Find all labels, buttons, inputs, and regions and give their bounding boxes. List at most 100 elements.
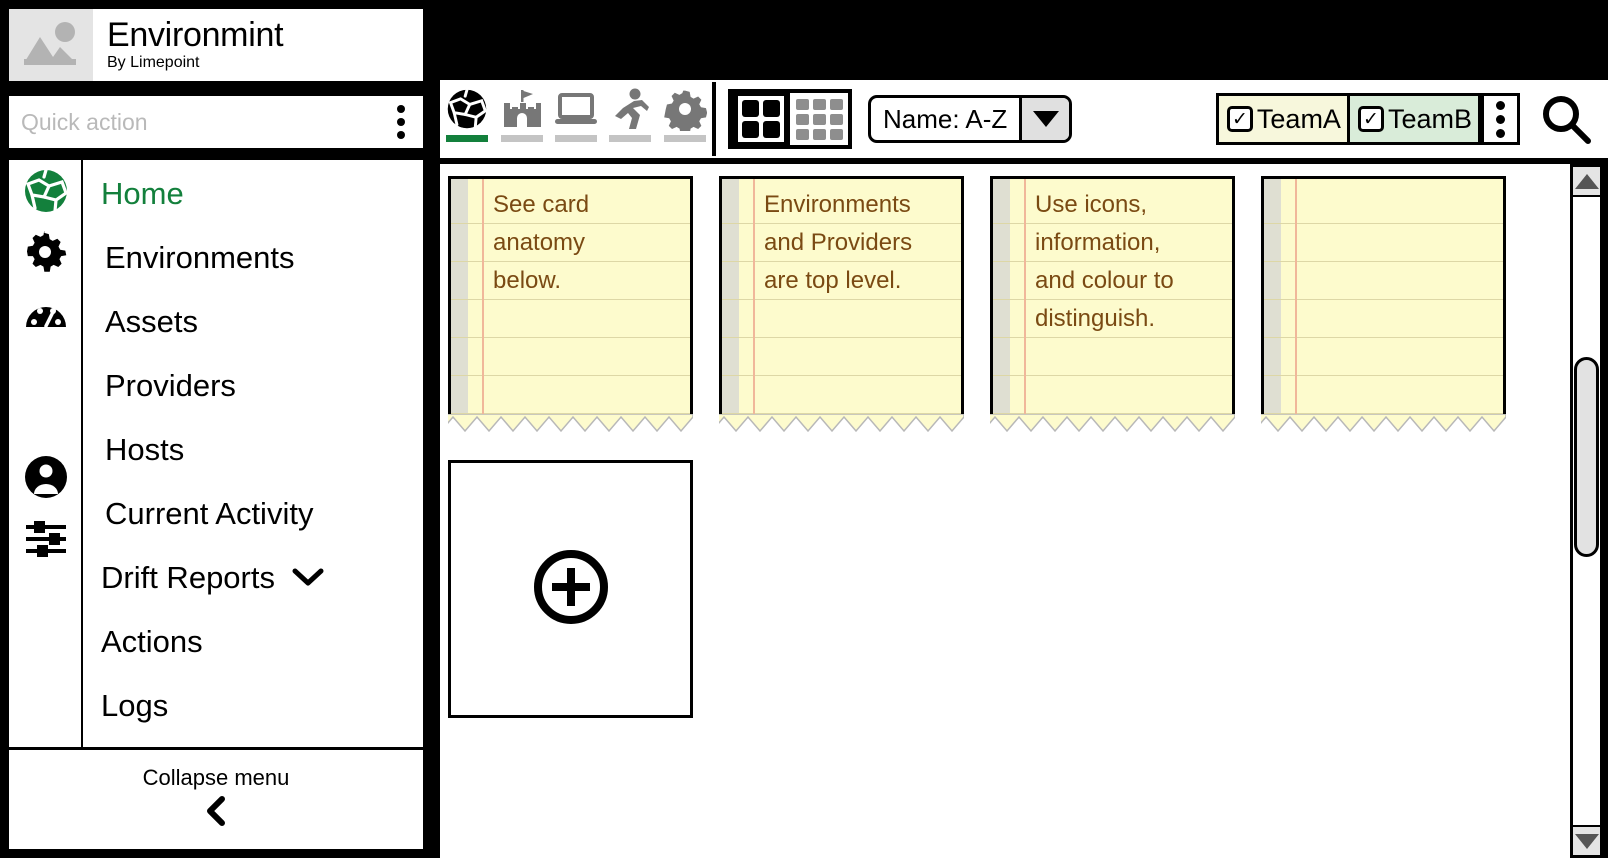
sidebar-item-label: Drift Reports xyxy=(101,560,275,595)
tab-assets[interactable] xyxy=(494,86,548,152)
card-row-add xyxy=(448,460,1570,718)
triangle-down-icon[interactable] xyxy=(1019,98,1070,140)
team-filter-group: ✓ TeamA ✓ TeamB xyxy=(1215,93,1520,145)
app-subtitle: By Limepoint xyxy=(107,54,200,71)
tab-settings[interactable] xyxy=(658,86,712,152)
laptop-icon xyxy=(553,86,599,132)
sidebar-item-hosts[interactable]: Hosts xyxy=(83,418,423,482)
check-glyph: ✓ xyxy=(1231,108,1248,130)
scrollbar-thumb[interactable] xyxy=(1574,357,1599,557)
scroll-up-button[interactable] xyxy=(1573,167,1600,197)
sidebar-item-drift-reports[interactable]: Drift Reports xyxy=(83,546,423,610)
sidebar-item-label: Providers xyxy=(105,368,236,403)
note-card[interactable] xyxy=(1261,176,1506,434)
kebab-menu-icon[interactable] xyxy=(1481,96,1517,142)
tab-underline xyxy=(500,135,543,142)
cards-canvas: See card anatomy below. Environm xyxy=(440,164,1570,858)
sidebar: Environmint By Limepoint xyxy=(0,0,432,858)
gear-icon xyxy=(663,86,707,132)
checkbox-icon[interactable]: ✓ xyxy=(1357,106,1384,132)
running-person-icon xyxy=(609,86,651,132)
brand-header: Environmint By Limepoint xyxy=(6,6,426,84)
castle-icon xyxy=(500,86,544,132)
team-filter-teama[interactable]: ✓ TeamA xyxy=(1218,96,1350,142)
vertical-scrollbar[interactable] xyxy=(1570,164,1603,858)
quick-action-input[interactable] xyxy=(9,108,379,136)
tab-active-underline xyxy=(446,135,489,142)
sidebar-item-label: Current Activity xyxy=(105,496,314,531)
sidebar-item-label: Hosts xyxy=(105,432,185,467)
check-glyph: ✓ xyxy=(1362,108,1379,130)
tab-hosts[interactable] xyxy=(549,86,603,152)
sidebar-item-environments[interactable]: Environments xyxy=(83,226,423,290)
add-card-button[interactable] xyxy=(448,460,693,718)
grid-2x2-icon[interactable] xyxy=(732,93,790,145)
note-torn-edge-icon xyxy=(448,414,693,434)
team-label: TeamA xyxy=(1256,103,1341,134)
note-left-strip xyxy=(1264,179,1281,434)
kebab-menu-icon[interactable] xyxy=(379,105,423,139)
triangle-up-icon xyxy=(1574,173,1599,189)
note-torn-edge-icon xyxy=(990,414,1235,434)
sidebar-icon-rail xyxy=(9,160,83,747)
tab-underline xyxy=(555,135,598,142)
scrollbar-track[interactable] xyxy=(1573,197,1600,825)
plus-circle-icon xyxy=(530,546,612,633)
entity-tab-bar xyxy=(440,82,716,156)
tab-environments[interactable] xyxy=(440,86,494,152)
sliders-icon[interactable] xyxy=(19,512,73,566)
gear-icon[interactable] xyxy=(19,226,73,280)
sidebar-item-assets[interactable]: Assets xyxy=(83,290,423,354)
grid-3x3-icon[interactable] xyxy=(790,93,848,145)
sidebar-item-providers[interactable]: Providers xyxy=(83,354,423,418)
note-margin-line xyxy=(1295,179,1297,434)
sidebar-item-current-activity[interactable]: Current Activity xyxy=(83,482,423,546)
sidebar-item-label: Logs xyxy=(101,688,169,723)
globe-icon[interactable] xyxy=(19,164,73,218)
note-card[interactable]: See card anatomy below. xyxy=(448,176,693,434)
main-content: Name: A-Z ✓ TeamA ✓ TeamB xyxy=(435,80,1608,858)
sidebar-item-logs[interactable]: Logs xyxy=(83,674,423,738)
image-placeholder-icon xyxy=(9,9,93,81)
content-toolbar: Name: A-Z ✓ TeamA ✓ TeamB xyxy=(440,80,1608,158)
note-margin-line xyxy=(1024,179,1026,434)
triangle-down-icon xyxy=(1574,833,1599,849)
sidebar-item-label: Home xyxy=(101,176,184,211)
search-icon[interactable] xyxy=(1534,90,1598,148)
note-margin-line xyxy=(753,179,755,434)
sidebar-nav: Home Environments Assets Providers Hosts… xyxy=(6,160,426,750)
checkbox-icon[interactable]: ✓ xyxy=(1226,106,1253,132)
note-card[interactable]: Environments and Providers are top level… xyxy=(719,176,964,434)
sidebar-item-home[interactable]: Home xyxy=(83,162,423,226)
sidebar-item-label: Assets xyxy=(105,304,199,339)
note-card[interactable]: Use icons, information, and colour to di… xyxy=(990,176,1235,434)
note-margin-line xyxy=(482,179,484,434)
sidebar-item-label: Environments xyxy=(105,240,295,275)
sort-select-value: Name: A-Z xyxy=(883,103,1008,134)
sidebar-item-actions[interactable]: Actions xyxy=(83,610,423,674)
sidebar-item-label: Actions xyxy=(101,624,203,659)
gauge-icon[interactable] xyxy=(19,288,73,342)
note-torn-edge-icon xyxy=(1261,414,1506,434)
user-icon[interactable] xyxy=(19,450,73,504)
note-left-strip xyxy=(451,179,468,434)
quick-action-bar[interactable] xyxy=(6,93,426,151)
tab-underline xyxy=(663,135,706,142)
scroll-down-button[interactable] xyxy=(1573,825,1600,855)
note-card-text: See card anatomy below. xyxy=(493,191,590,294)
note-card-text: Environments and Providers are top level… xyxy=(764,191,913,294)
team-filter-teamb[interactable]: ✓ TeamB xyxy=(1349,96,1481,142)
chevron-down-icon[interactable] xyxy=(291,560,325,596)
globe-icon xyxy=(445,86,489,132)
note-rule-lines xyxy=(1264,179,1503,434)
card-row-notes: See card anatomy below. Environm xyxy=(448,176,1570,434)
app-title: Environmint xyxy=(107,16,284,54)
sort-select[interactable]: Name: A-Z xyxy=(868,95,1073,143)
note-card-text: Use icons, information, and colour to di… xyxy=(1035,191,1174,332)
view-mode-toggle xyxy=(728,89,852,149)
collapse-menu-button[interactable]: Collapse menu xyxy=(6,750,426,852)
note-left-strip xyxy=(722,179,739,434)
tab-underline xyxy=(609,135,652,142)
tab-activity[interactable] xyxy=(603,86,657,152)
